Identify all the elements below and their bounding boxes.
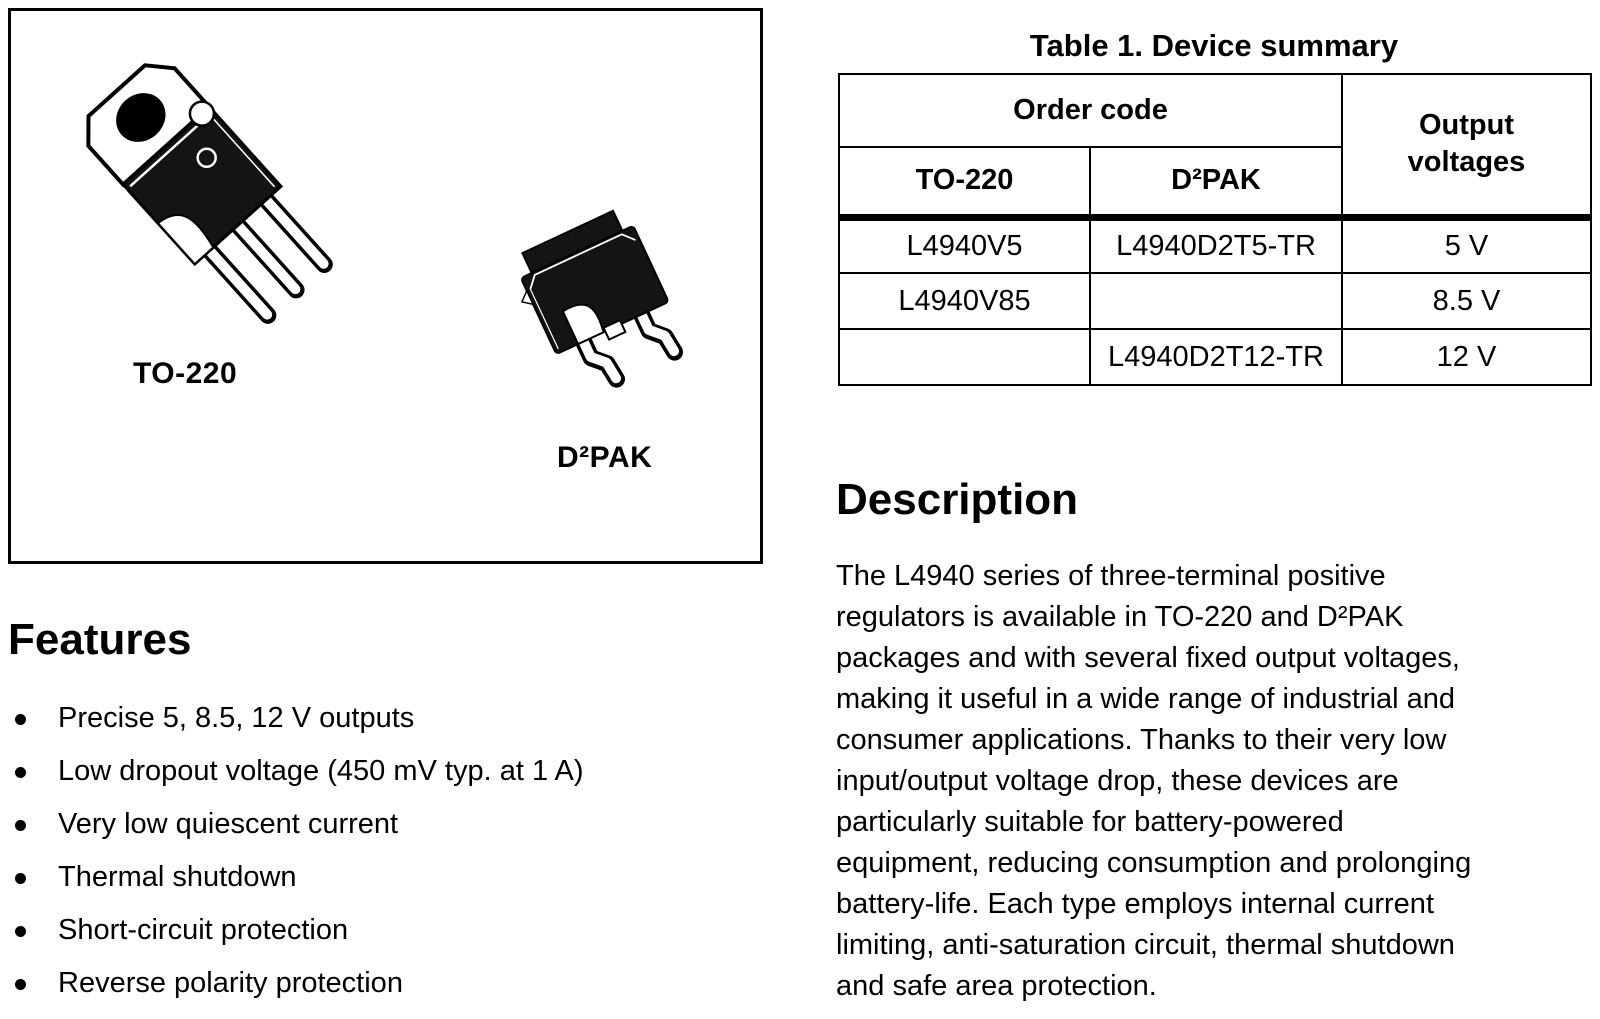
output-voltages-header: Output voltages (1341, 73, 1592, 221)
d2pak-package-label: D²PAK (557, 441, 653, 474)
description-heading: Description (836, 475, 1079, 524)
feature-item: Thermal shutdown (8, 851, 748, 904)
feature-text: Low dropout voltage (450 mV typ. at 1 A) (58, 755, 584, 787)
table-header-row-group: Order code Output voltages (838, 73, 1592, 221)
cell-output-voltage: 12 V (1341, 328, 1592, 386)
bullet-icon (15, 819, 26, 831)
features-heading: Features (8, 615, 192, 664)
feature-item: Reverse polarity protection (8, 957, 748, 1010)
table-row: L4940D2T12-TR 12 V (838, 328, 1592, 386)
bullet-icon (15, 872, 26, 884)
cell-to220-order: L4940V5 (838, 216, 1091, 274)
to220-package-label: TO-220 (133, 357, 238, 390)
order-code-header: Order code (838, 73, 1343, 148)
feature-text: Very low quiescent current (58, 808, 399, 840)
feature-text: Reverse polarity protection (58, 967, 403, 999)
feature-text: Thermal shutdown (58, 861, 297, 893)
cell-to220-order: L4940V85 (838, 272, 1091, 330)
bullet-icon (15, 713, 26, 725)
bullet-icon (15, 978, 26, 990)
d2pak-package-drawing (520, 209, 683, 388)
cell-to220-order (838, 328, 1091, 386)
feature-item: Precise 5, 8.5, 12 V outputs (8, 692, 748, 745)
bullet-icon (15, 925, 26, 937)
feature-item: Short-circuit protection (8, 904, 748, 957)
d2pak-center-stub (602, 318, 627, 341)
device-table-title: Table 1. Device summary (1029, 28, 1399, 63)
feature-text: Short-circuit protection (58, 914, 349, 946)
feature-item: Low dropout voltage (450 mV typ. at 1 A) (8, 745, 748, 798)
cell-d2pak-order: L4940D2T5-TR (1089, 216, 1343, 274)
package-figure-box: TO-220 D²PAK (8, 8, 763, 564)
to220-leads (199, 189, 333, 324)
feature-item: Very low quiescent current (8, 798, 748, 851)
bullet-icon (15, 766, 26, 778)
table-row: L4940V5 L4940D2T5-TR 5 V (838, 216, 1592, 274)
table-header-row-sub: TO-220 D²PAK (838, 146, 1591, 221)
to220-tab-hole (116, 93, 166, 142)
cell-d2pak-order: L4940D2T12-TR (1089, 328, 1343, 386)
cell-d2pak-order (1089, 272, 1343, 330)
table-row: L4940V85 8.5 V (838, 272, 1592, 330)
to220-column-header: TO-220 (838, 146, 1091, 221)
d2pak-column-header: D²PAK (1089, 146, 1343, 221)
cell-output-voltage: 8.5 V (1341, 272, 1592, 330)
to220-package-drawing (86, 63, 333, 324)
d2pak-leads (573, 302, 683, 388)
cell-output-voltage: 5 V (1341, 216, 1592, 274)
description-paragraph: The L4940 series of three-terminal posit… (836, 560, 1472, 1002)
features-list: Precise 5, 8.5, 12 V outputs Low dropout… (8, 692, 748, 1010)
device-summary-table: Order code Output voltages TO-220 D²PAK … (838, 73, 1592, 386)
feature-text: Precise 5, 8.5, 12 V outputs (58, 702, 415, 734)
